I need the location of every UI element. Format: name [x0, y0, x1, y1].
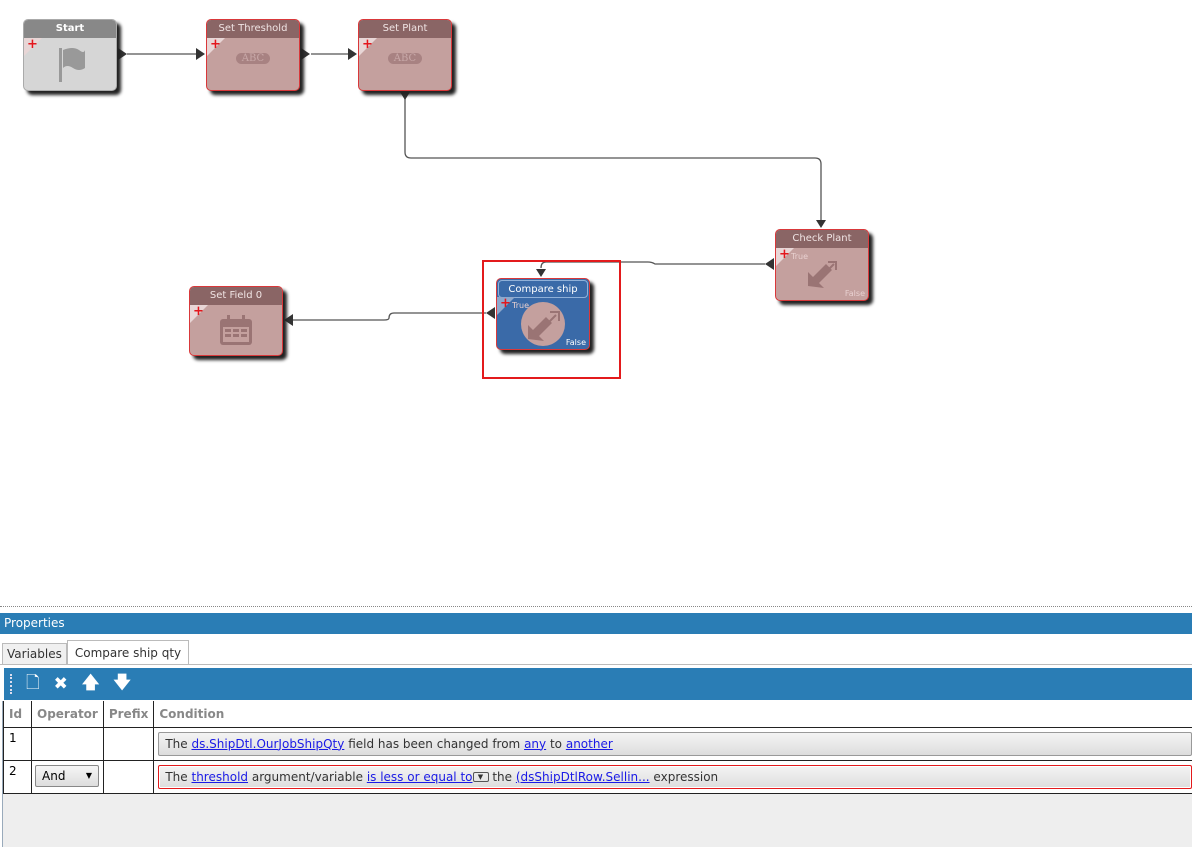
cond-text: argument/variable [251, 769, 363, 784]
properties-header: Properties [0, 613, 1192, 634]
chevron-down-icon[interactable]: ▼ [472, 772, 489, 782]
node-title: Set Field 0 [190, 287, 282, 305]
add-icon[interactable]: + [500, 296, 511, 311]
false-label: False [844, 289, 865, 298]
node-start[interactable]: Start + [23, 19, 117, 91]
node-title: Check Plant [776, 230, 868, 248]
node-set-plant[interactable]: Set Plant + ABC [358, 19, 452, 91]
table-row[interactable]: 1 The ds.ShipDtl.OurJobShipQty field has… [3, 726, 1192, 761]
field-link[interactable]: ds.ShipDtl.OurJobShipQty [191, 736, 345, 751]
condition-toolbar: 🗋 ✖ 🡅 🡇 [4, 668, 1192, 700]
add-icon[interactable]: + [779, 247, 790, 262]
row-id: 2 [3, 759, 32, 794]
col-prefix[interactable]: Prefix [102, 701, 155, 728]
add-icon[interactable]: + [193, 304, 204, 319]
node-compare-ship-qty[interactable]: Compare ship qty + True False [496, 278, 590, 350]
selection-rectangle [482, 260, 621, 379]
row-prefix [102, 759, 155, 794]
connectors [118, 48, 826, 326]
cond-text: to [549, 736, 563, 751]
node-set-field-0[interactable]: Set Field 0 + [189, 286, 283, 356]
delete-icon[interactable]: ✖ [53, 674, 68, 694]
operator-value: And [42, 768, 66, 783]
row-id: 1 [3, 726, 32, 761]
true-label: True [791, 252, 808, 261]
col-operator[interactable]: Operator [31, 701, 104, 728]
splitter[interactable] [0, 606, 1192, 607]
table-row[interactable]: 2 And ▼ The threshold argument/variable i… [3, 759, 1192, 794]
workflow-canvas[interactable]: Start + Set Threshold + ABC Set Plant + … [0, 0, 1192, 606]
add-icon[interactable]: + [362, 37, 373, 52]
expression-link[interactable]: (dsShipDtlRow.Sellin... [515, 769, 650, 784]
true-label: True [512, 301, 529, 310]
node-check-plant[interactable]: Check Plant + True False [775, 229, 869, 301]
condition-arrows-icon [776, 256, 868, 294]
abc-icon: ABC [235, 53, 271, 64]
properties-tabs: Variables Compare ship qty [0, 640, 190, 664]
tab-variables[interactable]: Variables [2, 643, 67, 664]
operator-select[interactable]: And ▼ [35, 764, 99, 787]
comparison-link[interactable]: is less or equal to [366, 769, 473, 784]
condition-editor[interactable]: The ds.ShipDtl.OurJobShipQty field has b… [158, 731, 1192, 756]
node-title: Start [24, 20, 116, 38]
grid-header: Id Operator Prefix Condition [3, 701, 1192, 728]
abc-icon: ABC [387, 53, 423, 64]
add-icon[interactable]: + [210, 37, 221, 52]
chevron-down-icon: ▼ [85, 771, 92, 780]
condition-editor[interactable]: The threshold argument/variable is less … [158, 764, 1192, 789]
col-condition[interactable]: Condition [153, 701, 1192, 728]
move-down-icon[interactable]: 🡇 [113, 672, 131, 693]
from-value-link[interactable]: any [524, 736, 547, 751]
node-title: Set Plant [359, 20, 451, 38]
col-id[interactable]: Id [3, 701, 32, 728]
variable-link[interactable]: threshold [191, 769, 249, 784]
add-icon[interactable]: + [27, 37, 38, 52]
to-value-link[interactable]: another [565, 736, 613, 751]
toolbar-grip[interactable] [10, 674, 12, 694]
cond-text: expression [653, 769, 719, 784]
cond-text: The [165, 769, 188, 784]
calendar-icon [190, 313, 282, 351]
cond-text: The [165, 736, 188, 751]
tab-compare-ship-qty[interactable]: Compare ship qty [66, 640, 190, 664]
conditions-grid: Id Operator Prefix Condition 1 The ds.Sh… [2, 701, 1192, 847]
row-operator [31, 726, 104, 761]
new-icon[interactable]: 🗋 [26, 672, 40, 693]
move-up-icon[interactable]: 🡅 [81, 672, 100, 693]
cond-text: field has been changed from [348, 736, 521, 751]
node-title: Set Threshold [207, 20, 299, 38]
flag-icon [24, 46, 116, 90]
row-prefix [102, 726, 155, 761]
cond-text: the [492, 769, 513, 784]
false-label: False [565, 338, 586, 347]
node-set-threshold[interactable]: Set Threshold + ABC [206, 19, 300, 91]
condition-arrows-icon [497, 301, 589, 349]
